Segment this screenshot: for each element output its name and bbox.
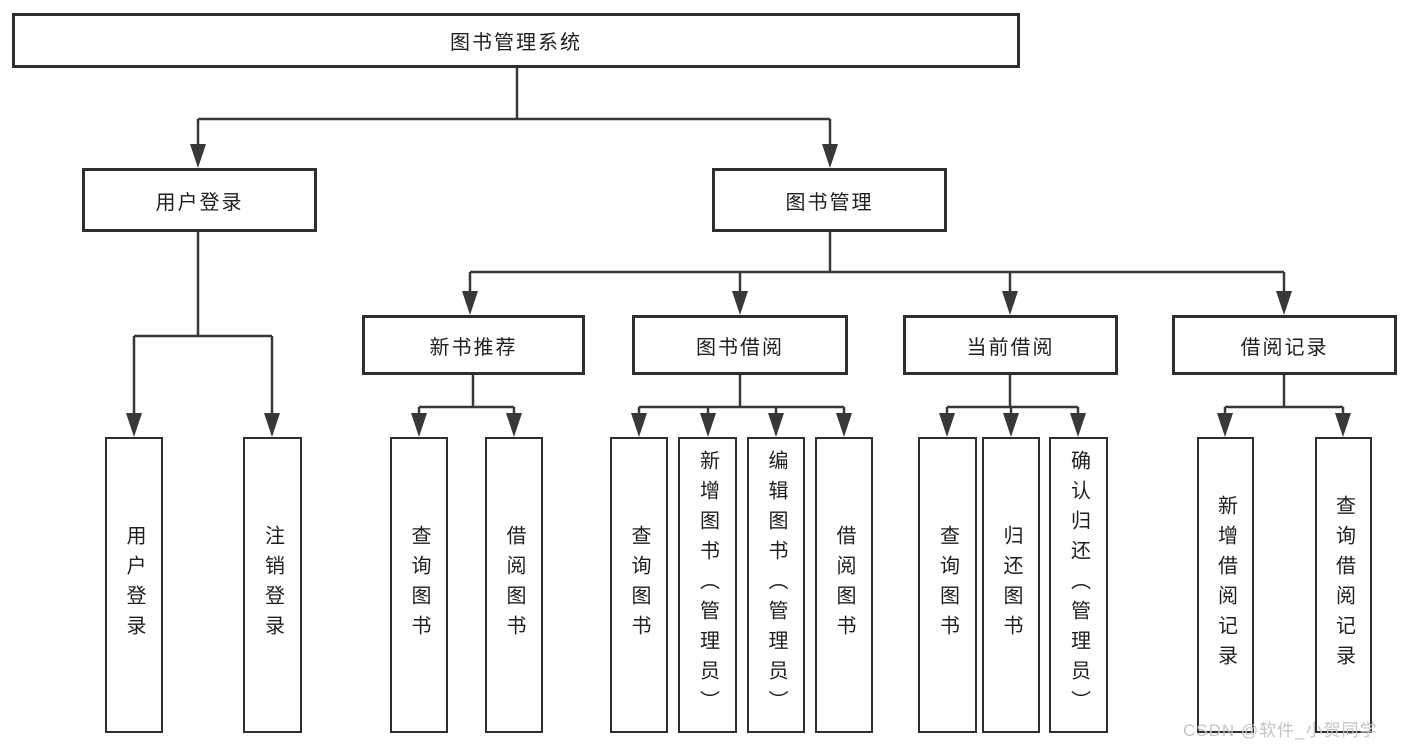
node-new-book-recommendation: 新书推荐	[362, 315, 585, 375]
node-borrowing-records: 借阅记录	[1172, 315, 1397, 375]
leaf-logout-login-label: 注销登录	[261, 525, 284, 645]
leaf-return-books: 归还图书	[982, 437, 1040, 733]
leaf-borrow-books-borrowing-label: 借阅图书	[833, 525, 855, 645]
leaf-query-books-current: 查询图书	[918, 437, 977, 733]
leaf-query-borrow-record: 查询借阅记录	[1315, 437, 1372, 733]
node-book-management: 图书管理	[712, 168, 947, 232]
leaf-borrow-books-borrowing: 借阅图书	[815, 437, 873, 733]
leaf-confirm-return-admin: 确认归还（管理员）	[1049, 437, 1108, 733]
leaf-borrow-books-recommend: 借阅图书	[485, 437, 543, 733]
leaf-add-books-admin: 新增图书（管理员）	[678, 437, 737, 733]
node-current-borrowing: 当前借阅	[903, 315, 1118, 375]
leaf-return-books-label: 归还图书	[1000, 525, 1022, 645]
leaf-query-borrow-record-label: 查询借阅记录	[1332, 495, 1355, 675]
leaf-user-login: 用户登录	[105, 437, 163, 733]
leaf-user-login-label: 用户登录	[123, 525, 145, 645]
leaf-edit-books-admin-label: 编辑图书（管理员）	[765, 450, 787, 720]
leaf-query-books-recommend: 查询图书	[390, 437, 448, 733]
leaf-borrow-books-recommend-label: 借阅图书	[503, 525, 525, 645]
leaf-add-borrow-record: 新增借阅记录	[1197, 437, 1254, 733]
leaf-confirm-return-admin-label: 确认归还（管理员）	[1067, 450, 1090, 720]
node-book-borrowing: 图书借阅	[632, 315, 848, 375]
leaf-add-books-admin-label: 新增图书（管理员）	[696, 450, 719, 720]
leaf-query-books-current-label: 查询图书	[936, 525, 959, 645]
leaf-query-books-recommend-label: 查询图书	[408, 525, 430, 645]
csdn-watermark: CSDN @软件_小贺同学	[1183, 721, 1378, 740]
node-library-management-system: 图书管理系统	[12, 13, 1020, 68]
leaf-query-books-borrowing-label: 查询图书	[628, 525, 650, 645]
leaf-query-books-borrowing: 查询图书	[610, 437, 668, 733]
leaf-add-borrow-record-label: 新增借阅记录	[1214, 495, 1237, 675]
leaf-edit-books-admin: 编辑图书（管理员）	[747, 437, 805, 733]
node-user-login: 用户登录	[82, 168, 317, 232]
leaf-logout-login: 注销登录	[243, 437, 302, 733]
